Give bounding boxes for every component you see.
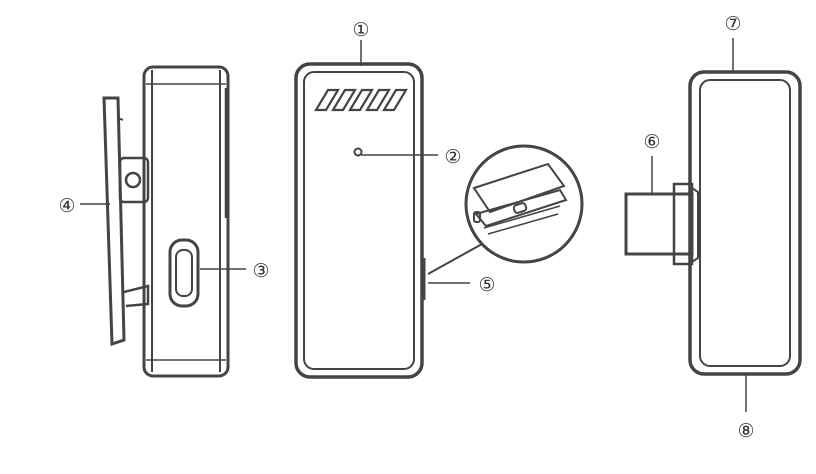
callout-1: ① bbox=[352, 19, 369, 41]
callout-7: ⑦ bbox=[724, 13, 741, 35]
front-view bbox=[294, 62, 426, 379]
callout-5: ⑤ bbox=[478, 274, 495, 296]
callout-8: ⑧ bbox=[737, 420, 754, 442]
callout-3: ③ bbox=[252, 260, 269, 282]
power-button bbox=[168, 238, 200, 308]
side-view bbox=[102, 65, 230, 378]
callout-4: ④ bbox=[58, 195, 75, 217]
zoom-detail bbox=[427, 144, 584, 275]
grille-slots bbox=[314, 88, 408, 112]
device-body-side bbox=[142, 65, 230, 378]
indicator-light bbox=[353, 147, 363, 157]
callout-labels: ① ② ③ ④ ⑤ ⑥ ⑦ ⑧ bbox=[58, 13, 754, 442]
usb-c-connector bbox=[624, 182, 699, 266]
leader-lines bbox=[80, 38, 747, 412]
callout-6: ⑥ bbox=[643, 131, 660, 153]
callout-2: ② bbox=[444, 146, 461, 168]
back-view bbox=[624, 70, 802, 376]
belt-clip bbox=[102, 96, 150, 347]
